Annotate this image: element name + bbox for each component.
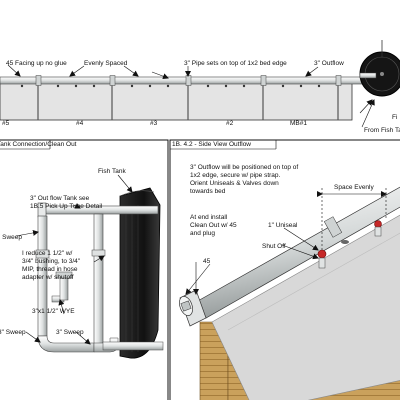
label-sweep-right: 3" Sweep	[56, 329, 84, 336]
label-pipe-sets: 3" Pipe sets on top of 1x2 bed edge	[184, 60, 287, 67]
grow-bed-strip	[0, 81, 353, 121]
label-outflow-note: 3" Outflow will be positioned on top of …	[190, 164, 299, 195]
bed-label-mb1: MB#1	[290, 120, 307, 127]
label-fi: Fi	[392, 114, 398, 121]
label-uniseal: 1" Uniseal	[268, 222, 298, 229]
bed-label-4: #4	[76, 120, 84, 127]
right-panel-header: 1B. 4.2 - Side View Outflow	[172, 141, 252, 148]
pipe-couplers	[35, 75, 342, 86]
top-leader-lines	[7, 64, 375, 128]
label-reduce: I reduce 1 1/2" w/ 3/4" bushing, to 3/4"…	[22, 250, 81, 281]
label-45: 45	[203, 258, 211, 265]
space-evenly-dimension	[317, 188, 387, 250]
label-clean-out: At end install Clean Out w/ 45 and plug	[190, 214, 237, 237]
bed-liner	[211, 214, 400, 400]
label-sweep-top: " Sweep	[0, 234, 22, 241]
right-leader-lines	[185, 227, 319, 295]
label-space-evenly: Space Evenly	[334, 184, 374, 191]
label-from-fish-tank: From Fish Tank	[364, 127, 400, 134]
right-panel	[169, 139, 400, 400]
uniseal-dots	[20, 84, 321, 88]
label-outflow-tank: 3" Out flow Tank see 1B.5 Pick Up Tube D…	[30, 195, 103, 210]
left-leader-lines	[15, 174, 133, 345]
top-outflow-pipe	[0, 76, 363, 85]
label-evenly-spaced: Evenly Spaced	[84, 60, 128, 67]
label-facing-up: 45 Facing up no glue	[6, 60, 67, 67]
valves	[317, 220, 382, 269]
label-fish-tank: Fish Tank	[98, 168, 126, 175]
left-panel-header: Tank Connection/Clean Out	[0, 141, 77, 148]
label-sweep-left: 3" Sweep	[0, 329, 26, 336]
wood-bed-frame	[199, 214, 400, 400]
left-panel	[0, 139, 169, 400]
label-wye: 3"x1 1/2" WYE	[32, 308, 75, 315]
side-outflow-pipe	[179, 186, 400, 327]
bed-label-3: #3	[150, 120, 158, 127]
bed-dividers	[37, 82, 339, 120]
label-outflow-top: 3" Outflow	[314, 60, 344, 67]
label-shutoff: Shut Off	[262, 243, 286, 250]
bed-label-5: #5	[2, 120, 10, 127]
bed-label-2: #2	[226, 120, 234, 127]
top-plan-view	[0, 40, 400, 128]
